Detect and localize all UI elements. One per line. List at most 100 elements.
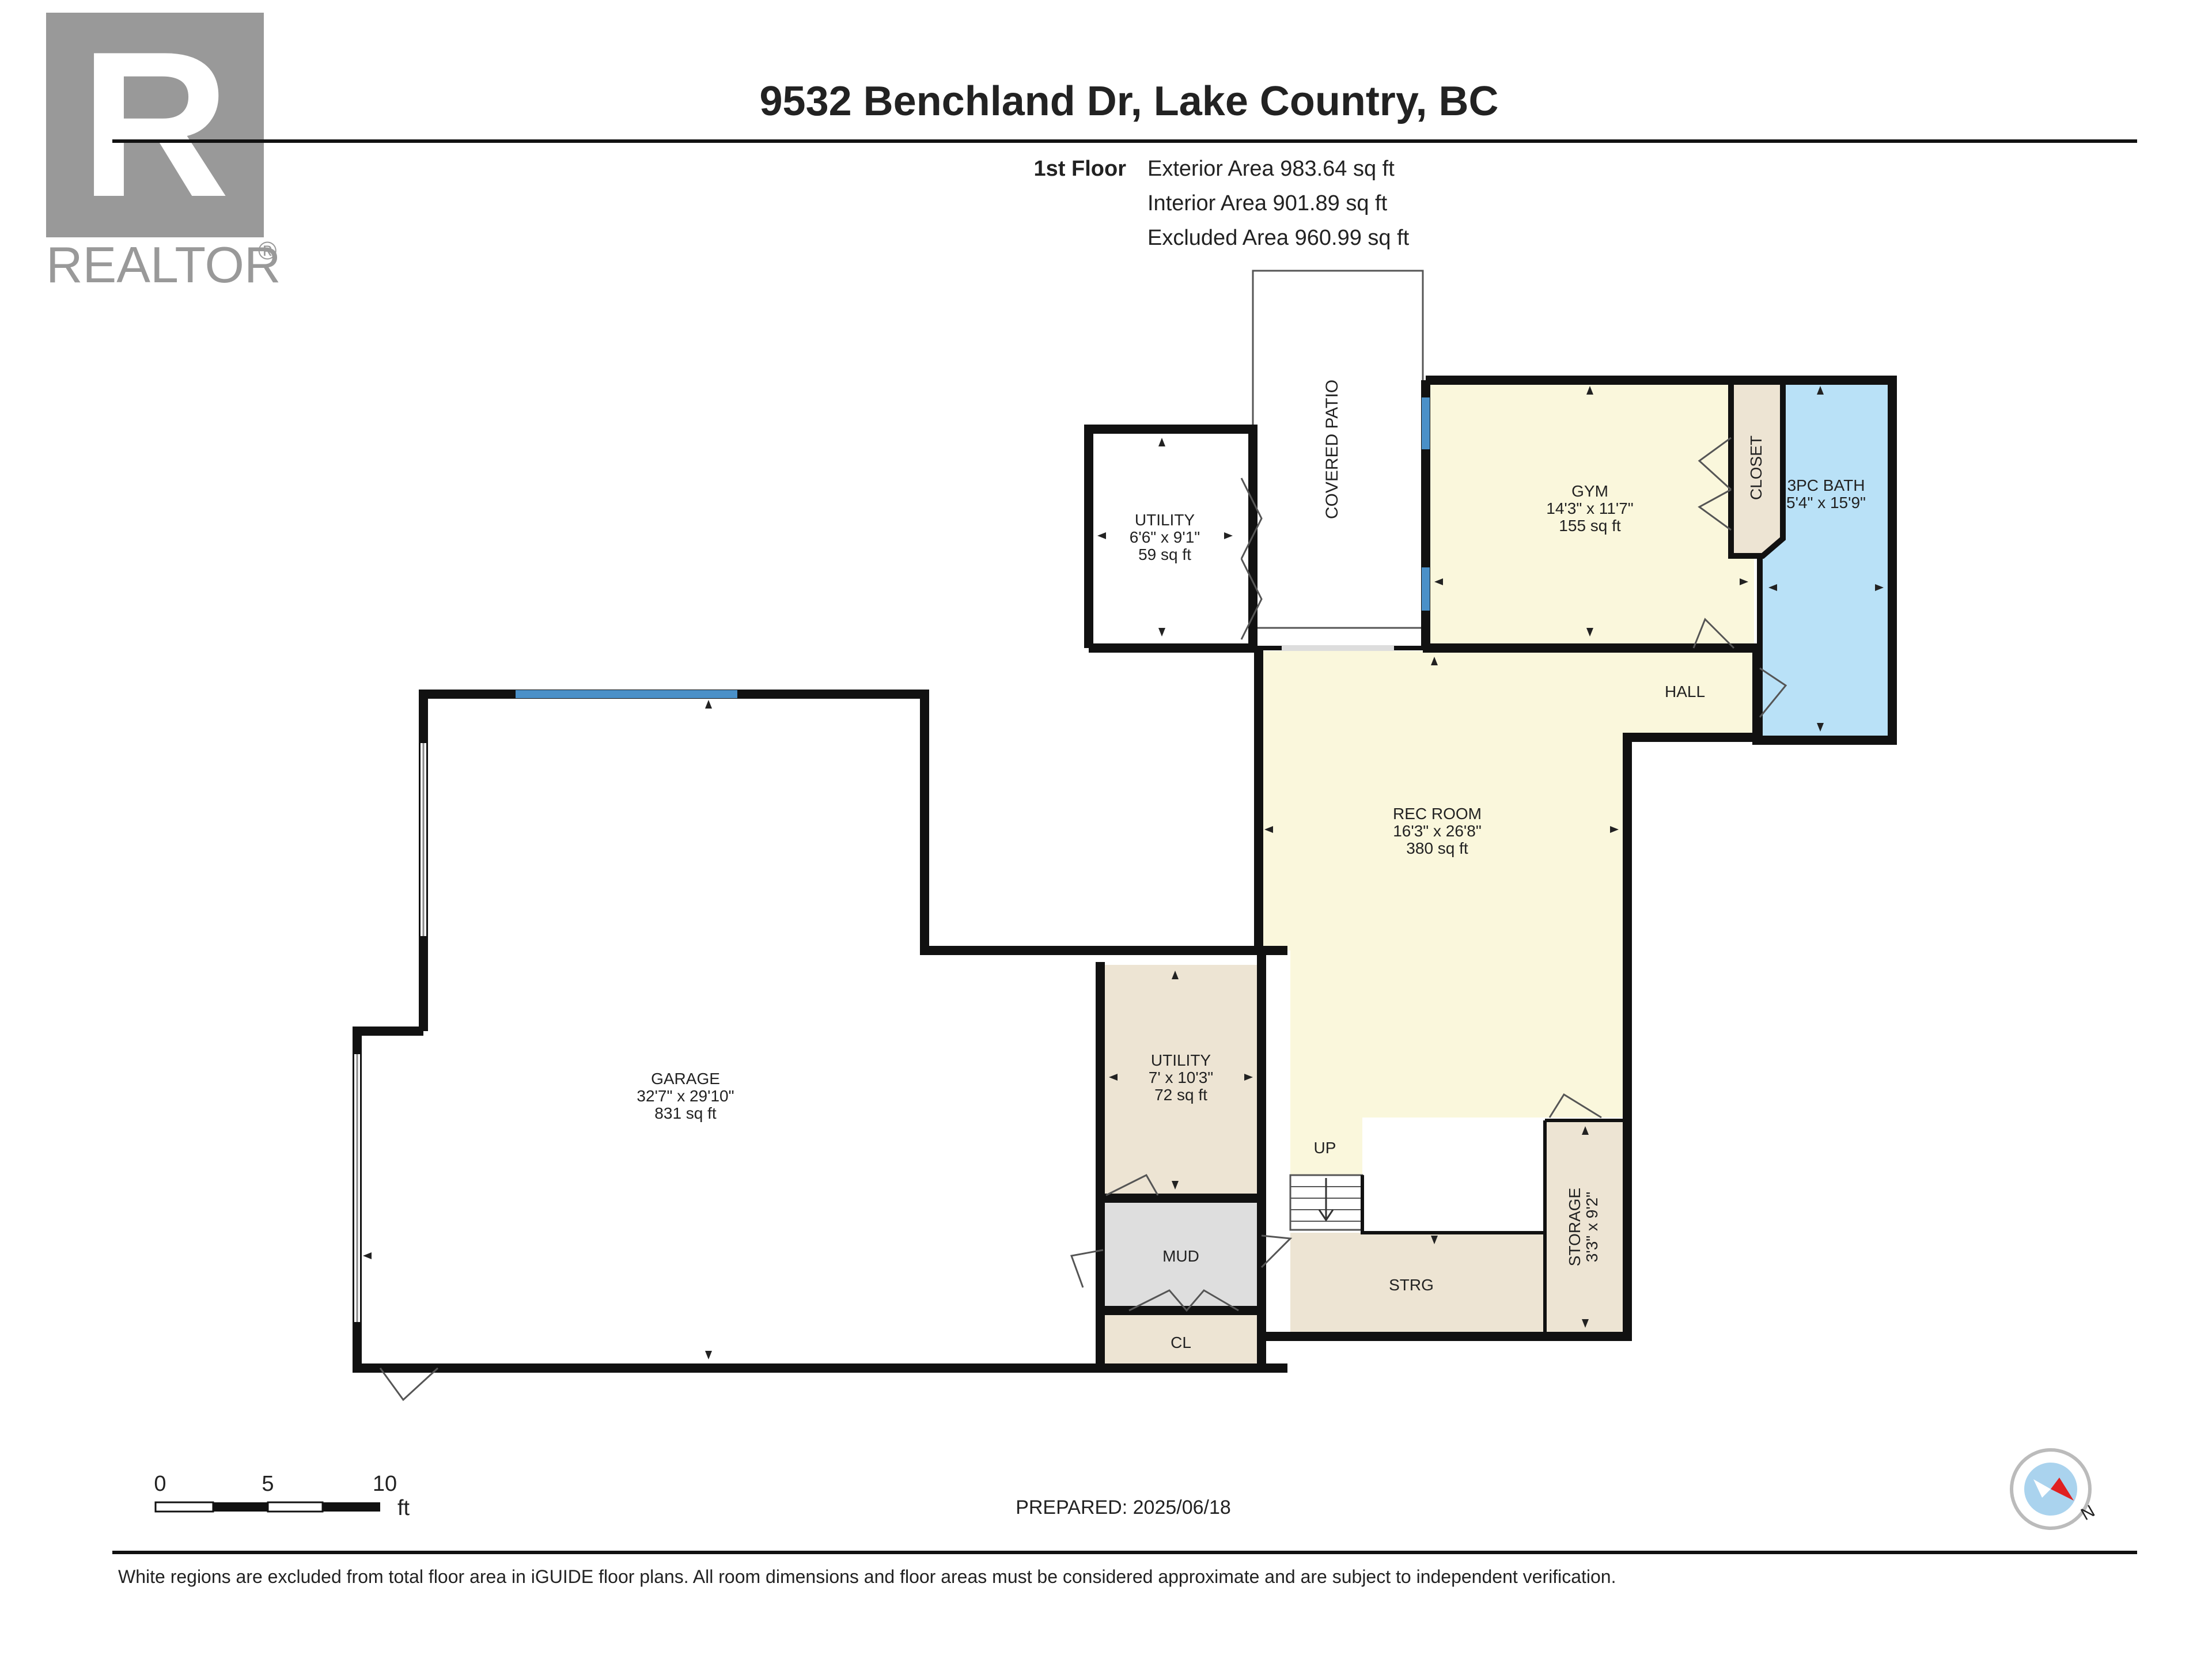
scale-segment — [213, 1502, 268, 1512]
strg-area — [1290, 1233, 1544, 1334]
dim-arrow — [1244, 1074, 1253, 1081]
prepared-date: PREPARED: 2025/06/18 — [1016, 1497, 1231, 1518]
stairs — [1289, 1174, 1363, 1231]
dim-arrow — [1109, 1074, 1118, 1081]
bath-dims: 5'4" x 15'9" — [1786, 494, 1866, 512]
dimension-markers — [363, 386, 1884, 1359]
mud-strg-door — [1260, 1234, 1293, 1268]
utility-bottom-area-text: 72 sq ft — [1154, 1086, 1207, 1104]
cl-doors — [1128, 1289, 1239, 1312]
utility-top-area — [1092, 432, 1241, 645]
utility-top-door — [1240, 478, 1263, 559]
gym-dims: 14'3" x 11'7" — [1546, 499, 1633, 517]
mud-exterior-door — [1070, 1249, 1104, 1288]
utility-top-dims: 6'6" x 9'1" — [1130, 528, 1200, 546]
dim-arrow — [1097, 532, 1106, 539]
windows — [354, 397, 1430, 1322]
page-title: 9532 Benchland Dr, Lake Country, BC — [759, 78, 1498, 124]
dim-arrow — [1158, 628, 1165, 637]
dim-arrow — [1582, 1319, 1589, 1328]
cl-area — [1103, 1313, 1259, 1365]
gym-name: GYM — [1571, 482, 1608, 500]
garage-man-door — [379, 1367, 439, 1402]
dim-arrow — [1434, 578, 1443, 585]
floor-label: 1st Floor — [1034, 157, 1127, 181]
scale-tick-10: 10 — [373, 1472, 397, 1496]
dim-arrow — [1172, 1181, 1179, 1190]
rec-room-name: REC ROOM — [1393, 805, 1482, 823]
rec-room-area-text: 380 sq ft — [1406, 839, 1468, 857]
cl-label: CL — [1171, 1334, 1191, 1351]
rec-room-dims: 16'3" x 26'8" — [1393, 822, 1482, 840]
garage-area-text: 831 sq ft — [654, 1104, 717, 1122]
storage-dims: 3'3" x 9'2" — [1583, 1192, 1601, 1262]
doors — [379, 437, 1787, 1402]
utility-top-door-2 — [1240, 558, 1263, 640]
stairs-up-label: UP — [1314, 1139, 1336, 1157]
storage-area — [1547, 1120, 1624, 1334]
dim-arrow — [1740, 578, 1748, 585]
bath-area — [1763, 383, 1889, 737]
scale-tick-0: 0 — [154, 1472, 166, 1496]
garage-area — [357, 694, 1259, 1368]
interior-area: Interior Area 901.89 sq ft — [1147, 191, 1388, 215]
scale-segment — [154, 1501, 214, 1513]
dim-arrow — [1817, 386, 1824, 395]
bath-door — [1759, 667, 1787, 718]
scale-segment — [267, 1501, 324, 1513]
scale-unit: ft — [397, 1496, 410, 1520]
utility-top-name: UTILITY — [1135, 511, 1195, 529]
dim-arrow — [1431, 1236, 1438, 1244]
realtor-logo-box — [46, 13, 264, 237]
compass-north-needle — [2051, 1478, 2074, 1501]
closet-area — [1731, 383, 1782, 556]
utility-bottom-name: UTILITY — [1151, 1051, 1211, 1069]
dim-arrow — [1224, 532, 1233, 539]
dim-arrow — [705, 700, 712, 709]
dim-arrow — [1610, 826, 1619, 833]
compass-south-needle — [2033, 1479, 2051, 1498]
garage-dims: 32'7" x 29'10" — [637, 1087, 734, 1105]
strg-north-wall — [1361, 1175, 1547, 1234]
dim-arrow — [1264, 826, 1273, 833]
dim-arrow — [1817, 723, 1824, 732]
realtor-logo-text: REALTOR — [46, 236, 281, 293]
exterior-area: Exterior Area 983.64 sq ft — [1147, 157, 1395, 181]
dim-arrow — [1582, 1126, 1589, 1135]
covered-patio-area — [1252, 270, 1424, 629]
closet-label: CLOSET — [1747, 435, 1765, 500]
scale-bar: 0 5 10 ft — [154, 1472, 410, 1520]
strg-label: STRG — [1389, 1276, 1434, 1294]
realtor-logo: R REALTOR ® — [46, 9, 281, 293]
footer-disclaimer: White regions are excluded from total fl… — [118, 1566, 1616, 1587]
compass-icon: N — [2010, 1448, 2098, 1530]
gym-door — [1692, 618, 1735, 649]
rec-room-east-wall — [1262, 733, 1760, 1341]
rec-room-area — [1259, 651, 1760, 1175]
mud-area — [1103, 1201, 1259, 1308]
hall-label: HALL — [1665, 683, 1705, 700]
realtor-registered-mark: ® — [258, 237, 276, 265]
dim-arrow — [1768, 584, 1777, 591]
covered-patio-label: COVERED PATIO — [1323, 380, 1342, 519]
utility-bottom-dims: 7' x 10'3" — [1149, 1069, 1213, 1086]
scale-segment — [323, 1502, 380, 1512]
storage-name: STORAGE — [1566, 1188, 1584, 1266]
room-fills — [357, 270, 1889, 1368]
closet-door — [1698, 437, 1732, 491]
dim-arrow — [1586, 386, 1593, 395]
utility-top-area-text: 59 sq ft — [1138, 546, 1191, 563]
excluded-area: Excluded Area 960.99 sq ft — [1147, 226, 1410, 250]
gym-area-text: 155 sq ft — [1559, 517, 1621, 535]
dim-arrow — [1875, 584, 1884, 591]
scale-tick-5: 5 — [262, 1472, 274, 1496]
bath-name: 3PC BATH — [1787, 476, 1865, 494]
dim-arrow — [1158, 438, 1165, 446]
garage-name: GARAGE — [651, 1070, 720, 1088]
gym-area — [1426, 383, 1754, 648]
dim-arrow — [1431, 657, 1438, 665]
storage-door — [1548, 1093, 1602, 1119]
utility-top-walls — [1084, 425, 1257, 653]
dim-arrow — [1172, 971, 1179, 979]
